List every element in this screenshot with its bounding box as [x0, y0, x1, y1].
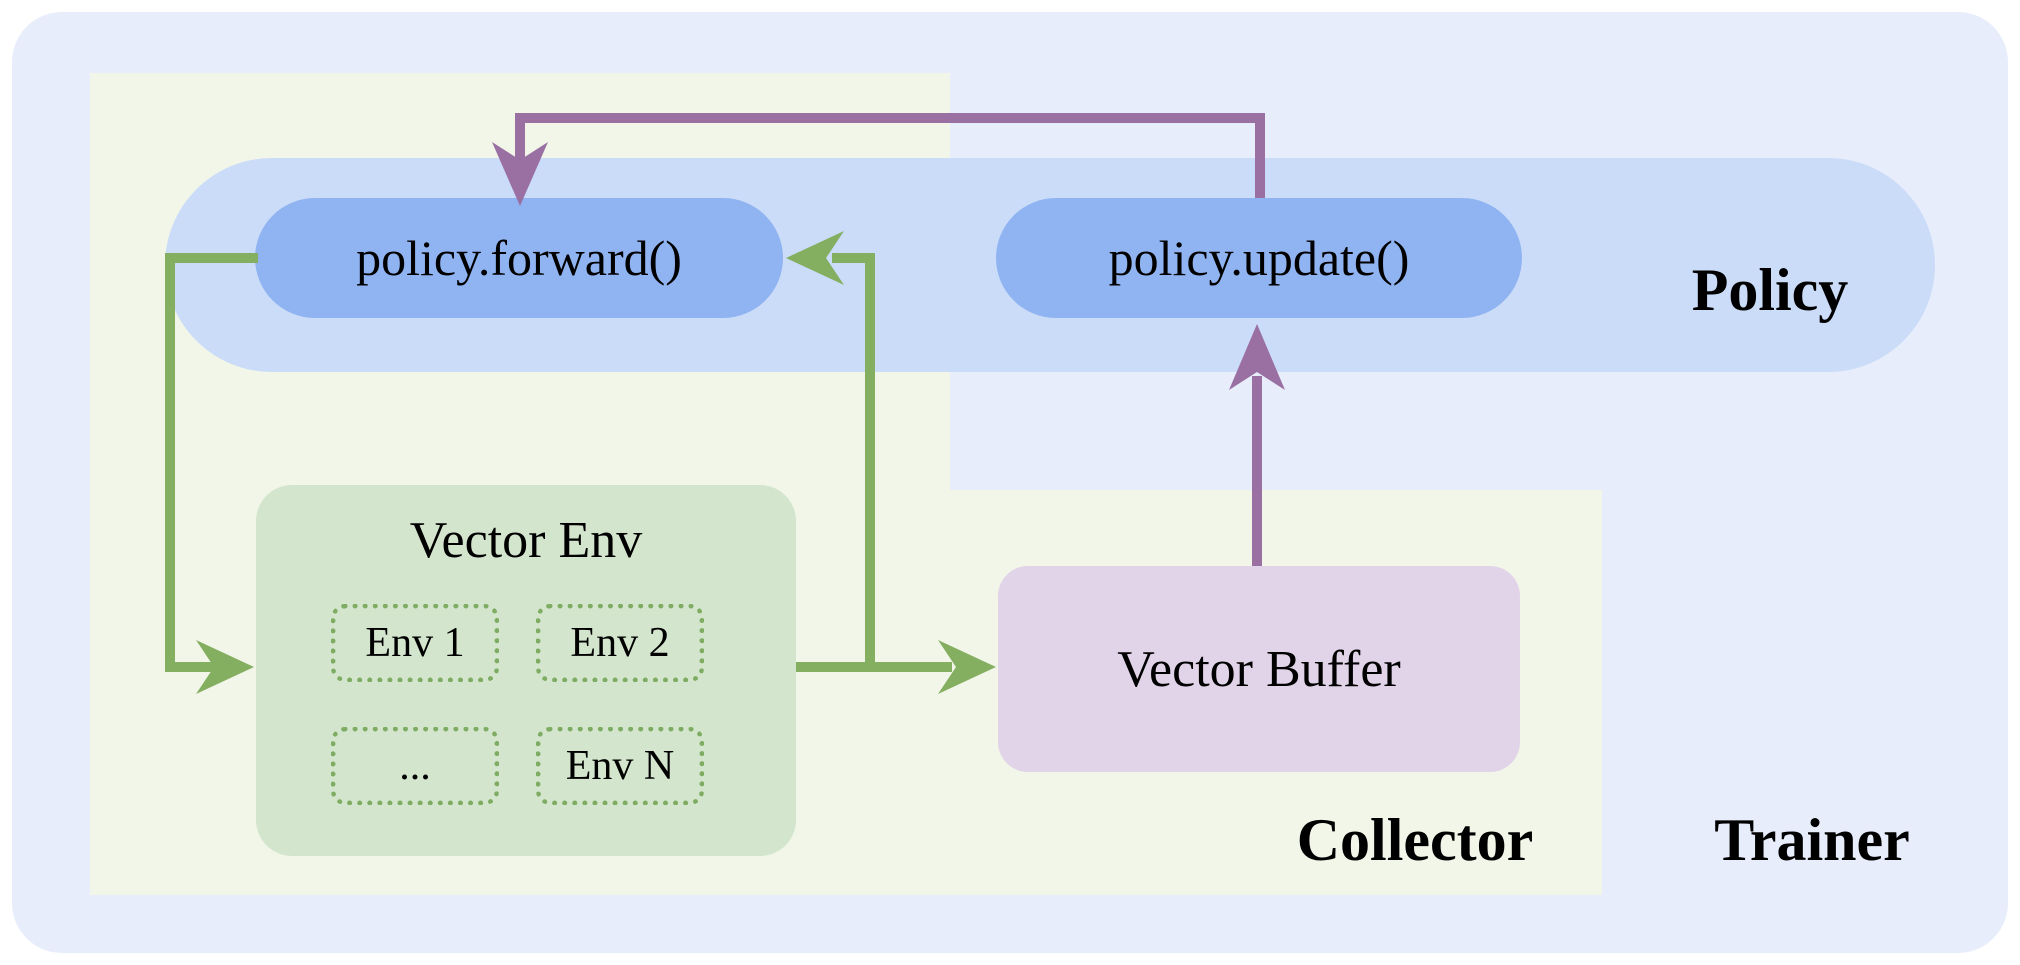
env-n-label: Env N — [565, 743, 675, 789]
env-ellipsis-label: ... — [399, 743, 431, 789]
vector-buffer-label: Vector Buffer — [1117, 640, 1401, 698]
policy-forward-label: policy.forward() — [356, 230, 682, 286]
policy-update-label: policy.update() — [1108, 230, 1410, 286]
env-slot-n: Env N — [536, 727, 704, 805]
env-2-label: Env 2 — [570, 620, 670, 666]
vector-env-box: Vector Env Env 1 Env 2 ... Env N — [256, 485, 796, 856]
policy-update-node: policy.update() — [996, 198, 1522, 318]
collector-label: Collector — [1296, 807, 1534, 873]
vector-buffer-box: Vector Buffer — [998, 566, 1520, 772]
env-slot-ellipsis: ... — [331, 727, 499, 805]
policy-label: Policy — [1691, 257, 1849, 323]
env-1-label: Env 1 — [365, 620, 465, 666]
env-slot-2: Env 2 — [536, 604, 704, 682]
env-slot-1: Env 1 — [331, 604, 499, 682]
trainer-label: Trainer — [1714, 807, 1910, 873]
vector-env-title: Vector Env — [409, 512, 643, 569]
policy-forward-node: policy.forward() — [255, 198, 783, 318]
